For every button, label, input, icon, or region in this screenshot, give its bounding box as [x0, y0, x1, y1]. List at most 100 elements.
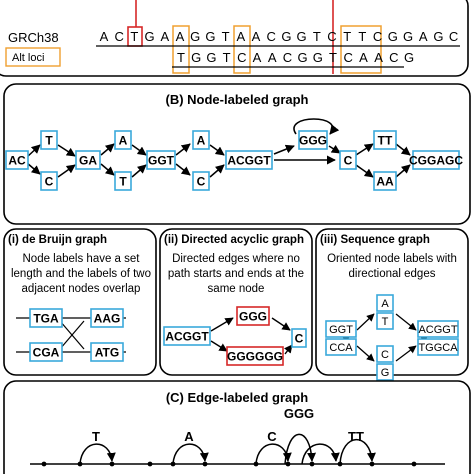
variant-box-orange-2 [233, 25, 251, 74]
debruijn-node-cga-label: CGA [33, 345, 60, 359]
sequence-node-a: AT [376, 294, 394, 330]
reference-base: G [281, 29, 291, 44]
panel-c-label-c: C [267, 429, 277, 444]
dag-node-ggg: GGG [236, 306, 270, 326]
debruijn-node-atg-box [90, 342, 124, 362]
graph-node-ga-label: GA [79, 153, 97, 167]
alt-base: G [206, 50, 216, 65]
graph-node-acggt: ACGGT [225, 150, 273, 170]
panel-iii-edge-2 [356, 345, 375, 362]
graph-node-a-box [114, 130, 132, 150]
alt-base: G [313, 50, 323, 65]
sequence-node-a-bottom-box [376, 312, 394, 330]
graph-node-ggg: GGG [298, 130, 328, 150]
graph-node-c-box [192, 171, 210, 191]
alt-base: T [177, 50, 185, 65]
panel-c-title: (C) Edge-labeled graph [166, 390, 308, 405]
alt-base: T [329, 50, 337, 65]
sequence-node-a-bottom-label: T [382, 316, 389, 328]
reference-label: GRCh38 [8, 30, 59, 45]
panel-ii-edge-1 [210, 317, 234, 332]
variant-box-orange-1 [172, 25, 190, 74]
panel-ii-title: (ii) Directed acyclic graph [164, 234, 304, 246]
panel-iii-edge-1 [356, 313, 375, 331]
reference-base: A [236, 29, 245, 44]
dag-node-ggg-label: GGG [239, 309, 267, 323]
graph-node-acggt-label: ACGGT [227, 153, 271, 167]
graph-node-ggt-box [146, 150, 176, 170]
panel-b-frame [3, 83, 471, 225]
sequence-node-ggt-bottom-label: CCA [329, 342, 353, 354]
reference-base: A [252, 29, 261, 44]
debruijn-node-aag: AAG [90, 308, 124, 328]
panel-c: (C) Edge-labeled graph T A C GGG [3, 380, 471, 474]
graph-node-ac-label: AC [8, 153, 26, 167]
alt-base: T [223, 50, 231, 65]
alt-base: G [191, 50, 201, 65]
panel-ii-edge-3 [271, 317, 291, 331]
dag-node-c-label: C [295, 331, 304, 345]
graph-node-c: C [339, 150, 357, 170]
alt-base: C [237, 50, 246, 65]
reference-base: C [327, 29, 336, 44]
reference-base: A [100, 29, 109, 44]
sequence-node-c-top-label: C [381, 349, 389, 361]
panel-ii-desc-2: path starts and ends at the [168, 268, 304, 280]
graph-node-c: C [192, 171, 210, 191]
panel-iii-edge-4 [395, 345, 417, 362]
panel-c-label-tt: TT [348, 429, 364, 444]
graph-node-c: C [40, 171, 58, 191]
panel-i-cross-2 [59, 320, 85, 350]
graph-node-ggt: GGT [146, 150, 176, 170]
panel-ii-frame [159, 228, 313, 376]
reference-base: C [115, 29, 124, 44]
sequence-node-c-bottom-box [376, 363, 394, 381]
graph-node-c-box [40, 171, 58, 191]
sequence-node-c-top-box [376, 345, 394, 363]
graph-node-a-label: A [197, 133, 206, 147]
reference-base: G [190, 29, 200, 44]
graph-node-a-label: A [119, 133, 128, 147]
panel-i-desc-2: length and the labels of two [11, 268, 151, 280]
panel-b-edges [26, 118, 411, 178]
sequence-node-acggt-bottom-box [417, 338, 459, 356]
dag-node-acggt-label: ACGGT [165, 329, 209, 343]
panel-iii-desc-2: directional edges [349, 268, 436, 280]
dag-node-c: C [291, 328, 307, 348]
debruijn-node-tga: TGA [29, 308, 63, 328]
graph-node-t: T [40, 130, 58, 150]
graph-node-ggt-label: GGT [148, 153, 175, 167]
graph-node-t-box [40, 130, 58, 150]
alt-base: C [344, 50, 353, 65]
panel-b: (B) Node-labeled graph ACTCGAATGGTACACGG… [3, 83, 471, 225]
panel-c-label-a: A [184, 429, 194, 444]
panel-c-label-t: T [92, 429, 100, 444]
graph-node-aa-label: AA [376, 174, 394, 188]
reference-base: T [343, 29, 351, 44]
reference-base: T [222, 29, 230, 44]
dag-node-gggggg-box [226, 346, 284, 366]
debruijn-node-tga-label: TGA [33, 311, 59, 325]
sequence-node-acggt-top-label: ACGGT [418, 324, 457, 336]
graph-node-c-box [339, 150, 357, 170]
panel-iii-title: (iii) Sequence graph [320, 234, 430, 246]
graph-node-t: T [114, 171, 132, 191]
reference-base: C [267, 29, 276, 44]
graph-node-cggagc-label: CGGAGC [409, 153, 463, 167]
panel-ii-desc-3: same node [208, 283, 265, 295]
graph-node-t-label: T [119, 174, 127, 188]
alt-base: C [283, 50, 292, 65]
graph-node-ac-box [5, 150, 29, 170]
graph-node-ggg-label: GGG [299, 133, 327, 147]
panel-i-frame [3, 228, 157, 376]
reference-base: A [419, 29, 428, 44]
dag-node-ggg-box [236, 306, 270, 326]
graph-node-ga-box [75, 150, 101, 170]
sequence-node-a-top-label: A [381, 298, 389, 310]
sequence-node-a-top-box [376, 294, 394, 312]
